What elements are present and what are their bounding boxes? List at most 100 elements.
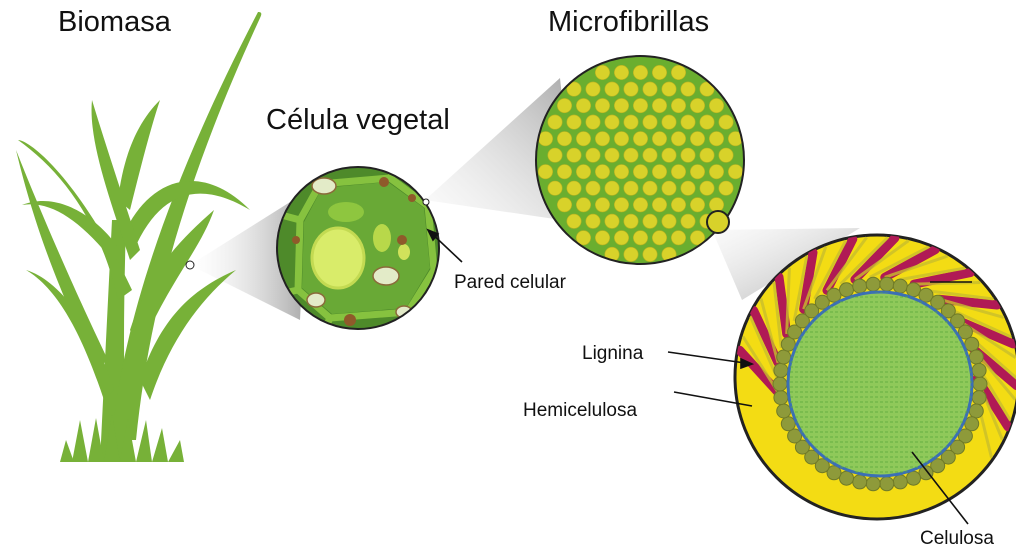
microfibril-dot — [595, 132, 609, 146]
microfibril-dot — [605, 181, 619, 195]
hemicellulose-bead — [840, 471, 854, 485]
microfibril-dot — [652, 132, 666, 146]
microfibril-dot — [643, 82, 657, 96]
microfibril-dot — [662, 181, 676, 195]
microfibril-dot — [681, 82, 695, 96]
microfibril-dot — [671, 65, 685, 79]
microfibril-dot — [690, 132, 704, 146]
microfibril-dot — [614, 198, 628, 212]
microfibril-dot — [595, 198, 609, 212]
hemicellulose-bead — [777, 404, 791, 418]
hemicellulose-bead — [965, 337, 979, 351]
hemicellulose-bead — [777, 350, 791, 364]
microfibril-dot — [614, 98, 628, 112]
microfibril-dot — [624, 82, 638, 96]
microfibril-dot — [700, 115, 714, 129]
microfibril-dot — [652, 65, 666, 79]
microfibril-dot — [690, 198, 704, 212]
microfibril-dot — [633, 98, 647, 112]
microfibril-dot — [728, 165, 742, 179]
microfibril-dot — [576, 132, 590, 146]
hemicellulose-bead — [972, 363, 986, 377]
microfibril-dot — [681, 148, 695, 162]
plant-cell-title: Célula vegetal — [266, 104, 450, 137]
microfibril-dot — [662, 115, 676, 129]
microfibril-dot — [624, 181, 638, 195]
microfibrils-title: Microfibrillas — [548, 6, 709, 39]
microfibril-dot — [643, 181, 657, 195]
hemicellulose-label: Hemicelulosa — [523, 400, 637, 422]
microfibril-dot — [719, 148, 733, 162]
microfibril-dot — [605, 214, 619, 228]
microfibril-dot — [662, 82, 676, 96]
microfibril-dot — [643, 214, 657, 228]
hemicellulose-bead — [880, 477, 894, 491]
microfibril-dot — [643, 148, 657, 162]
microfibril-dot — [595, 165, 609, 179]
microfibril-zoom-marker — [707, 211, 729, 233]
microfibril-dot — [709, 132, 723, 146]
microfibril-dot — [557, 132, 571, 146]
microfibril-dot — [719, 115, 733, 129]
hemicellulose-bead — [893, 475, 907, 489]
cellulose-label: Celulosa — [920, 528, 994, 550]
hemicellulose-bead — [781, 417, 795, 431]
microfibril-dot — [624, 115, 638, 129]
microfibril-dot — [576, 98, 590, 112]
microfibril-dot — [671, 98, 685, 112]
microfibril-dot — [633, 198, 647, 212]
microfibril-dot — [567, 181, 581, 195]
microfibril-dot — [709, 98, 723, 112]
microfibril-dot — [652, 98, 666, 112]
microfibril-dot — [538, 165, 552, 179]
microfibril-dot — [700, 148, 714, 162]
microfibril-dot — [548, 181, 562, 195]
microfibril-dot — [557, 198, 571, 212]
biomass-plant — [16, 12, 261, 462]
microfibril-dot — [614, 231, 628, 245]
microfibril-dot — [557, 165, 571, 179]
microfibril-dot — [633, 132, 647, 146]
hemicellulose-bead — [907, 283, 921, 297]
biomass-title: Biomasa — [58, 6, 171, 39]
microfibril-dot — [652, 198, 666, 212]
hemicellulose-bead — [773, 377, 787, 391]
microfibril-dot — [662, 148, 676, 162]
microfibril-dot — [586, 148, 600, 162]
microfibril-dot — [624, 148, 638, 162]
microfibril-dot — [652, 231, 666, 245]
microfibril-dot — [614, 65, 628, 79]
hemicellulose-bead — [774, 391, 788, 405]
microfibril-dot — [681, 181, 695, 195]
microfibril-dot — [605, 115, 619, 129]
hemicellulose-bead — [853, 475, 867, 489]
hemicellulose-bead — [973, 377, 987, 391]
microfibril-dot — [709, 165, 723, 179]
microfibril-dot — [576, 198, 590, 212]
microfibril-dot — [671, 198, 685, 212]
microfibril-dot — [624, 214, 638, 228]
hemicellulose-bead — [972, 391, 986, 405]
hemicellulose-bead — [969, 350, 983, 364]
microfibril-dot — [595, 98, 609, 112]
microfibril-dot — [633, 231, 647, 245]
hemicellulose-bead — [853, 279, 867, 293]
microfibril-dot — [586, 214, 600, 228]
microfibril-dot — [605, 82, 619, 96]
plant-zoom-marker — [186, 261, 194, 269]
hemicellulose-bead — [866, 477, 880, 491]
microfibril-dot — [681, 115, 695, 129]
microfibril-cross-section — [735, 235, 1016, 519]
hemicellulose-bead — [866, 277, 880, 291]
lignin-label: Lignina — [582, 343, 643, 365]
cell-wall-label: Pared celular — [454, 272, 566, 294]
microfibril-dot — [690, 165, 704, 179]
microfibril-dot — [567, 214, 581, 228]
microfibril-dot — [709, 198, 723, 212]
microfibril-dot — [671, 231, 685, 245]
microfibril-dot — [557, 98, 571, 112]
microfibril-dot — [671, 165, 685, 179]
microfibril-dot — [614, 165, 628, 179]
cell-zoom-marker — [423, 199, 429, 205]
microfibril-dot — [595, 65, 609, 79]
